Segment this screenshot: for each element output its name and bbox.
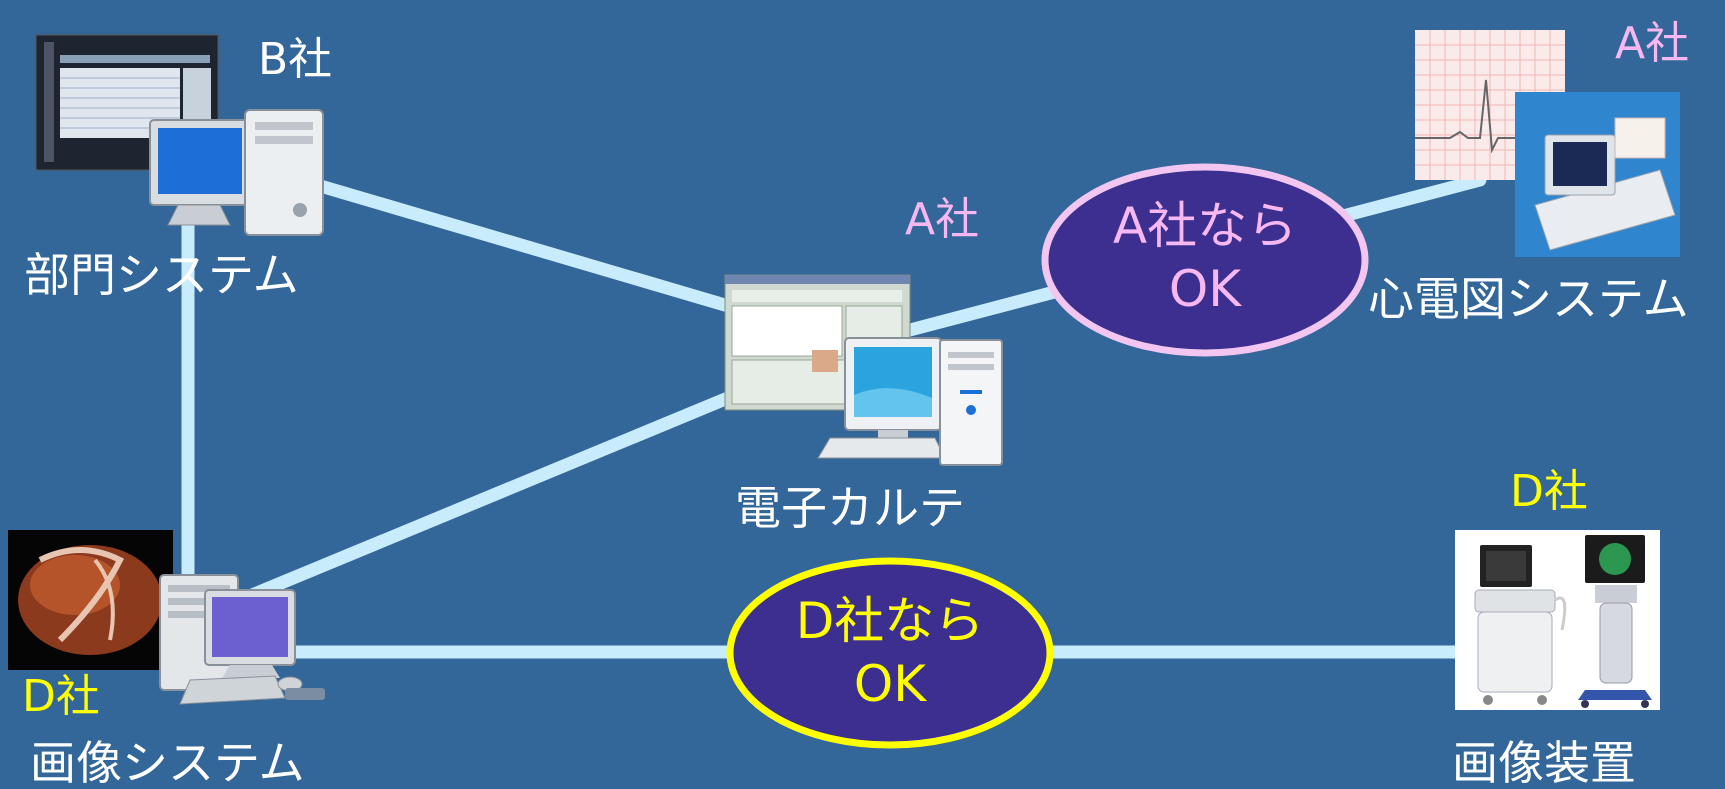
a-company-oval xyxy=(1041,163,1369,357)
ecg-company-label: A社 xyxy=(1615,18,1690,69)
gazou-system-illustration xyxy=(8,530,325,705)
link-bumon-karte xyxy=(293,173,742,315)
bumon-system-illustration xyxy=(35,34,324,236)
ecg-illustration xyxy=(1415,30,1680,257)
device-company-label: D社 xyxy=(1510,466,1588,517)
bumon-system-label: 部門システム xyxy=(24,248,299,302)
d-company-oval-text: D社なら OK xyxy=(730,590,1050,715)
a-oval-line2: OK xyxy=(1168,259,1242,318)
d-company-oval xyxy=(726,557,1054,749)
karte-tower xyxy=(939,339,1003,466)
karte-illustration xyxy=(724,274,1003,466)
karte-name-label: 電子カルテ xyxy=(735,481,965,535)
gazou-system-label: 画像システム xyxy=(30,736,305,789)
a-oval-line1: A社なら xyxy=(1112,197,1298,255)
karte-keyboard xyxy=(817,437,946,459)
link-gazou-karte xyxy=(233,388,742,607)
device-name-label: 画像装置 xyxy=(1452,736,1636,789)
karte-company-label: A社 xyxy=(905,194,980,245)
gazou-keyboard xyxy=(179,675,286,705)
d-oval-line1: D社なら xyxy=(795,592,985,650)
gazou-company-label: D社 xyxy=(22,671,100,722)
d-oval-line2: OK xyxy=(853,654,927,713)
imaging-device-illustration xyxy=(1455,530,1660,710)
bumon-company-label: B社 xyxy=(258,34,333,85)
a-company-oval-text: A社なら OK xyxy=(1045,195,1365,320)
ecg-system-label: 心電図システム xyxy=(1368,272,1689,326)
